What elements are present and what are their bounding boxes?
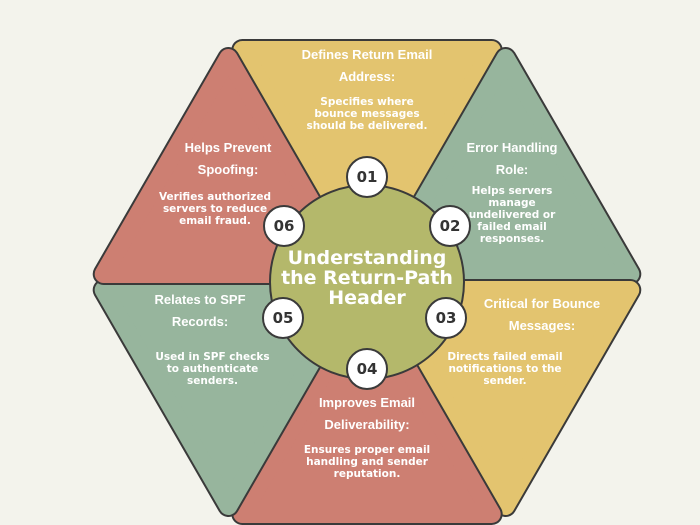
item-03-text: Critical for Bounce Messages: Directs fa…: [447, 293, 612, 387]
item-05-text: Relates to SPF Records: Used in SPF chec…: [140, 289, 269, 387]
triangle-05: [94, 281, 363, 515]
item-body: Specifies where bounce messages should b…: [306, 96, 428, 132]
item-title: Defines Return Email Address:: [301, 47, 433, 84]
triangle-04: [233, 289, 501, 523]
item-body: Directs failed email notifications to th…: [447, 351, 563, 387]
item-06-text: Helps Prevent Spoofing: Verifies authori…: [159, 137, 288, 227]
item-body: Ensures proper email handling and sender…: [303, 444, 431, 480]
badge-06: 06: [263, 205, 305, 247]
item-04-text: Improves Email Deliverability: Ensures p…: [292, 392, 442, 480]
badge-01: 01: [346, 156, 388, 198]
item-body: Verifies authorized servers to reduce em…: [158, 191, 272, 227]
item-body: Used in SPF checks to authenticate sende…: [155, 351, 270, 387]
badge-03: 03: [425, 297, 467, 339]
badge-05: 05: [262, 297, 304, 339]
triangle-03: [371, 281, 640, 515]
item-01-text: Defines Return Email Address: Specifies …: [282, 44, 452, 132]
item-title: Error Handling Role:: [466, 140, 558, 177]
badge-04: 04: [346, 348, 388, 390]
item-title: Relates to SPF Records:: [154, 292, 246, 329]
item-body: Helps servers manage undelivered or fail…: [468, 185, 556, 245]
item-title: Critical for Bounce Messages:: [483, 296, 601, 333]
item-title: Helps Prevent Spoofing:: [184, 140, 272, 177]
item-02-text: Error Handling Role: Helps servers manag…: [452, 137, 572, 245]
item-title: Improves Email Deliverability:: [318, 395, 416, 432]
center-title: Understanding the Return-Path Header: [281, 247, 453, 309]
badge-02: 02: [429, 205, 471, 247]
